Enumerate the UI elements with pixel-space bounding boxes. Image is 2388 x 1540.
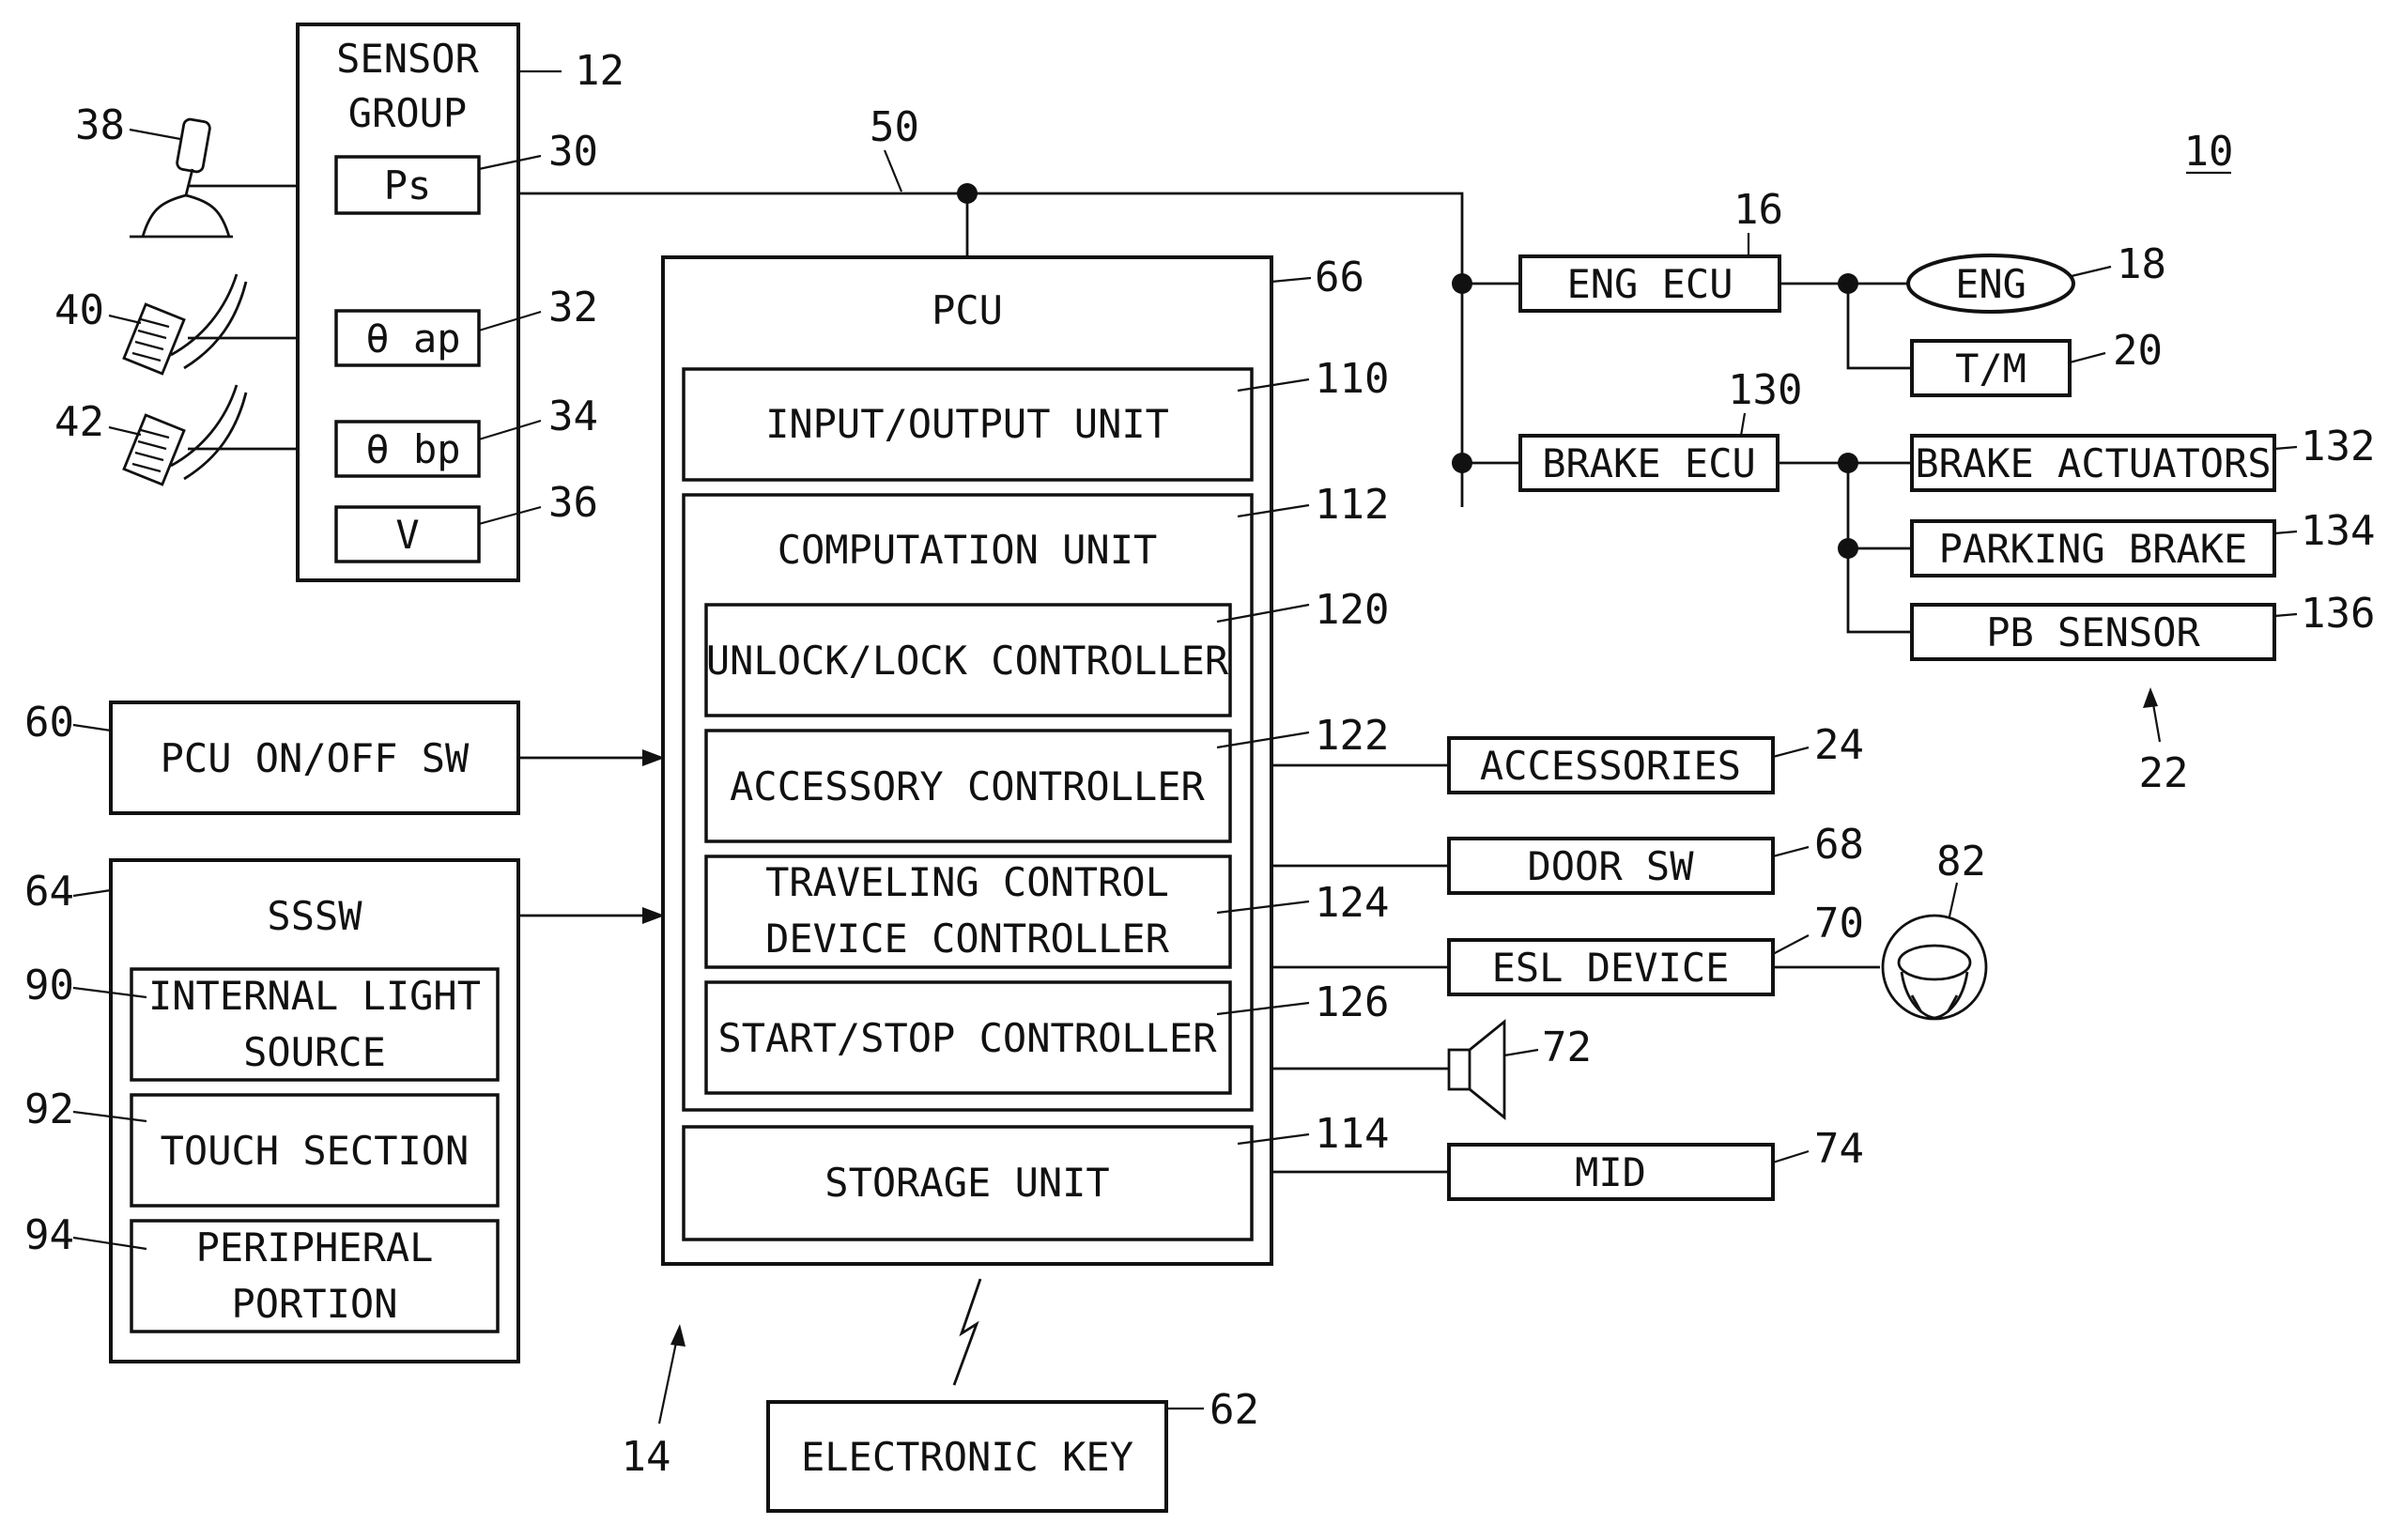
internal-light-label-line2: SOURCE — [243, 1029, 386, 1075]
ref-70: 70 — [1814, 900, 1864, 947]
mid-display: MID — [1449, 1145, 1773, 1199]
touch-section-label: TOUCH SECTION — [161, 1128, 470, 1174]
traveling-controller-label-line1: TRAVELING CONTROL — [765, 859, 1169, 905]
start-stop-controller-label: START/STOP CONTROLLER — [717, 1015, 1217, 1061]
engine: ENG — [1908, 255, 2073, 312]
ref-124: 124 — [1315, 879, 1389, 927]
accessories: ACCESSORIES — [1449, 738, 1773, 793]
ref-14: 14 — [622, 1433, 671, 1481]
ref-60: 60 — [24, 699, 74, 747]
traveling-controller-label-line2: DEVICE CONTROLLER — [765, 916, 1170, 962]
ref-62: 62 — [1209, 1386, 1259, 1434]
brake-actuators-label: BRAKE ACTUATORS — [1915, 440, 2271, 486]
v-sensor-label: V — [395, 512, 419, 558]
parking-brake-label: PARKING BRAKE — [1939, 526, 2248, 572]
eng-ecu: ENG ECU — [1520, 256, 1779, 311]
ref-12: 12 — [575, 47, 624, 95]
ref-30: 30 — [548, 128, 598, 176]
electronic-key-label: ELECTRONIC KEY — [801, 1434, 1133, 1480]
pb-sensor-label: PB SENSOR — [1986, 609, 2200, 655]
ps-sensor-label: Ps — [384, 162, 432, 208]
accessory-controller-label: ACCESSORY CONTROLLER — [730, 763, 1205, 809]
ref-90: 90 — [24, 962, 74, 1009]
esl-device: ESL DEVICE — [1449, 940, 1773, 994]
internal-light-label-line1: INTERNAL LIGHT — [148, 973, 481, 1019]
computation-unit-label: COMPUTATION UNIT — [778, 527, 1158, 573]
ref-36: 36 — [548, 479, 598, 527]
electronic-key: ELECTRONIC KEY — [768, 1402, 1166, 1511]
ref-126: 126 — [1315, 978, 1389, 1026]
shift-lever-icon — [130, 118, 233, 237]
ref-34: 34 — [548, 393, 598, 440]
ref-40: 40 — [54, 286, 104, 334]
ref-66: 66 — [1315, 254, 1364, 301]
pcu-title: PCU — [932, 287, 1003, 333]
ref-120: 120 — [1315, 586, 1389, 634]
peripheral-portion-label-line1: PERIPHERAL — [196, 1224, 434, 1270]
ref-16: 16 — [1733, 186, 1783, 234]
peripheral-portion-label-line2: PORTION — [231, 1281, 397, 1327]
ref-18: 18 — [2117, 240, 2166, 288]
ref-134: 134 — [2301, 507, 2375, 555]
ref-22: 22 — [2139, 749, 2189, 797]
ref-38: 38 — [75, 101, 125, 149]
eng-to-tm-line — [1848, 284, 1912, 368]
mid-display-label: MID — [1575, 1149, 1646, 1195]
theta-bp-sensor-label: θ bp — [365, 426, 460, 472]
ref-74: 74 — [1814, 1125, 1864, 1173]
sensor-group-title-line2: GROUP — [348, 90, 467, 136]
sssw-switch: SSSW INTERNAL LIGHT SOURCE TOUCH SECTION… — [111, 860, 518, 1362]
ref-112: 112 — [1315, 481, 1389, 529]
brake-ecu-label: BRAKE ECU — [1542, 440, 1756, 486]
sensor-group: SENSOR GROUP Ps θ ap θ bp V — [298, 24, 518, 580]
pcu-onoff-switch: PCU ON/OFF SW — [111, 702, 518, 813]
brake-actuators: BRAKE ACTUATORS — [1912, 436, 2274, 490]
ref-122: 122 — [1315, 712, 1389, 760]
sssw-title: SSSW — [267, 893, 362, 939]
storage-unit-label: STORAGE UNIT — [824, 1160, 1109, 1206]
brake-ecu: BRAKE ECU — [1520, 436, 1778, 490]
unlock-lock-controller-label: UNLOCK/LOCK CONTROLLER — [706, 638, 1229, 684]
sensor-group-title-line1: SENSOR — [336, 36, 479, 82]
transmission-label: T/M — [1955, 346, 2026, 392]
pcu-unit: PCU INPUT/OUTPUT UNIT COMPUTATION UNIT U… — [663, 257, 1271, 1264]
ref-42: 42 — [54, 398, 104, 446]
ref-130: 130 — [1728, 366, 1802, 414]
ref-94: 94 — [24, 1211, 74, 1259]
engine-label: ENG — [1955, 261, 2026, 307]
steering-wheel-icon — [1883, 916, 1986, 1019]
ref-92: 92 — [24, 1086, 74, 1133]
esl-device-label: ESL DEVICE — [1492, 945, 1730, 991]
ref-50: 50 — [870, 103, 919, 151]
ref-136: 136 — [2301, 590, 2375, 638]
brake-pedal-icon — [124, 385, 246, 485]
io-unit-label: INPUT/OUTPUT UNIT — [765, 401, 1169, 447]
accelerator-pedal-icon — [124, 274, 246, 374]
speaker-icon — [1449, 1022, 1504, 1117]
ref-72: 72 — [1542, 1024, 1592, 1071]
door-switch: DOOR SW — [1449, 839, 1773, 893]
ref-24: 24 — [1814, 721, 1864, 769]
ref-110: 110 — [1315, 355, 1389, 403]
pcu-onoff-label: PCU ON/OFF SW — [161, 735, 470, 781]
ref-82: 82 — [1936, 838, 1986, 886]
door-switch-label: DOOR SW — [1527, 843, 1694, 889]
ref-132: 132 — [2301, 423, 2375, 470]
ref-64: 64 — [24, 868, 74, 916]
theta-ap-sensor-label: θ ap — [365, 316, 460, 362]
figure-number: 10 — [2184, 128, 2234, 176]
transmission: T/M — [1912, 341, 2070, 395]
ref-68: 68 — [1814, 821, 1864, 869]
pb-sensor: PB SENSOR — [1912, 605, 2274, 659]
ref-32: 32 — [548, 284, 598, 331]
eng-ecu-label: ENG ECU — [1566, 261, 1733, 307]
parking-brake: PARKING BRAKE — [1912, 521, 2274, 576]
accessories-label: ACCESSORIES — [1480, 743, 1741, 789]
ref-114: 114 — [1315, 1110, 1389, 1158]
wireless-link — [954, 1279, 980, 1385]
ref-20: 20 — [2113, 327, 2163, 375]
